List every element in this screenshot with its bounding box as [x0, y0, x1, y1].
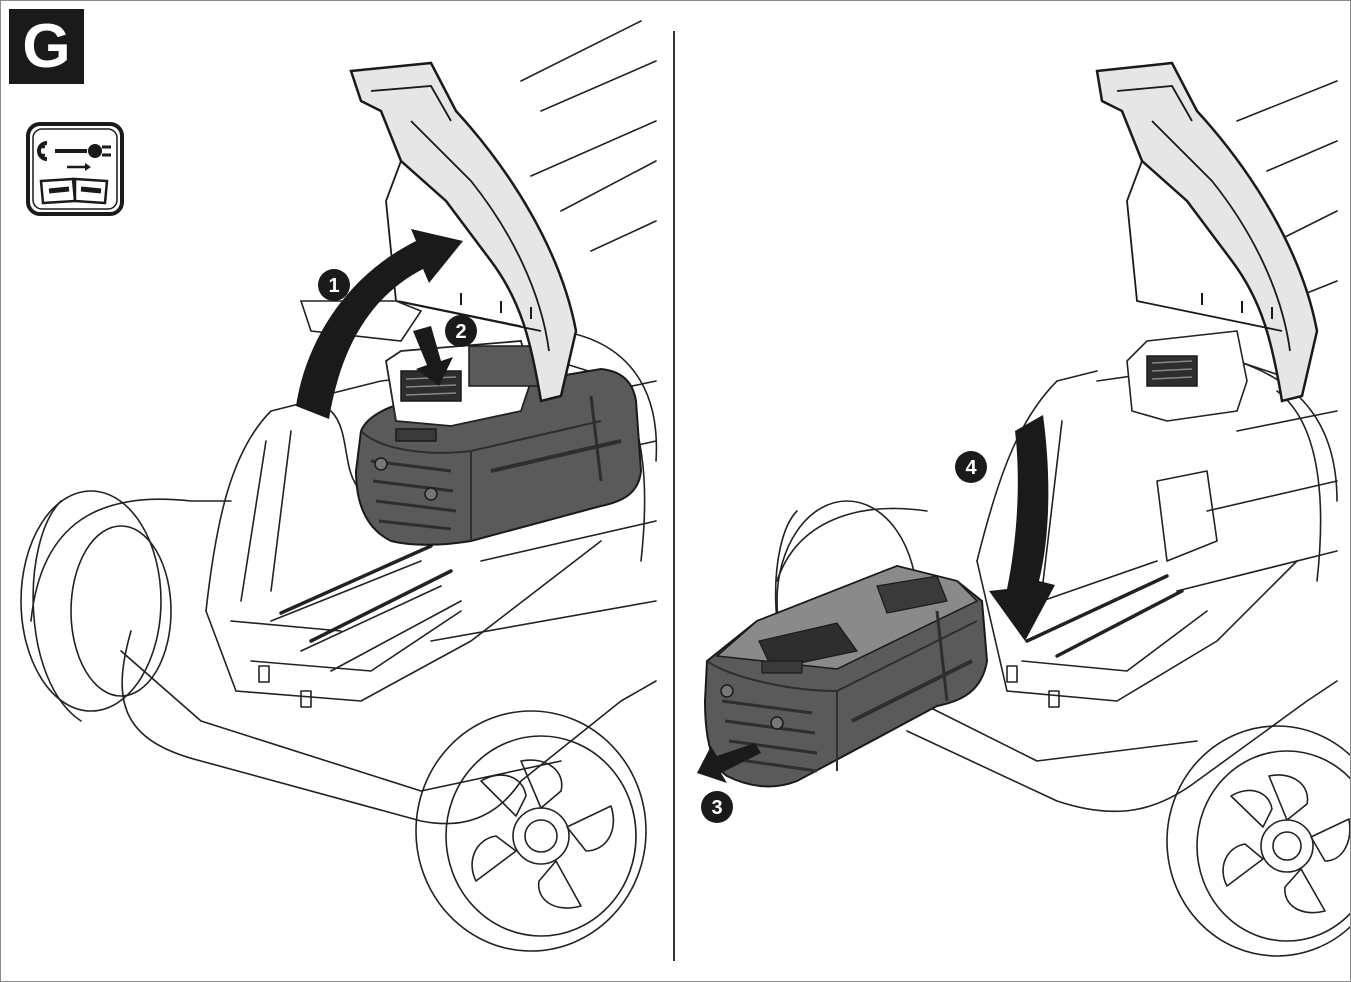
left-panel-open-and-release: 1 2: [1, 1, 671, 981]
mower-illustration-right: 3 4: [697, 61, 1350, 957]
plug-disconnect-read-manual-icon: [26, 122, 124, 216]
open-cover-right: [1095, 61, 1319, 403]
svg-text:1: 1: [328, 275, 339, 297]
step-badge-1: 1: [318, 269, 350, 301]
figure-letter-badge: G: [9, 9, 84, 84]
arrow-press-release-icon: [413, 326, 453, 386]
release-latch: [385, 340, 540, 427]
arrow-close-cover-icon: [989, 415, 1055, 641]
right-panel-remove-and-close: 3 4: [677, 1, 1350, 981]
step-badge-3: 3: [701, 791, 733, 823]
step-badge-4: 4: [955, 451, 987, 483]
svg-text:3: 3: [711, 797, 722, 819]
panel-divider: [673, 31, 675, 961]
svg-text:2: 2: [455, 321, 466, 343]
step-badge-2: 2: [445, 315, 477, 347]
arrow-open-cover-icon: [296, 229, 463, 419]
arrow-remove-battery-icon: [697, 743, 761, 783]
mower-illustration-left: 1 2: [20, 20, 658, 952]
svg-text:4: 4: [965, 457, 977, 479]
